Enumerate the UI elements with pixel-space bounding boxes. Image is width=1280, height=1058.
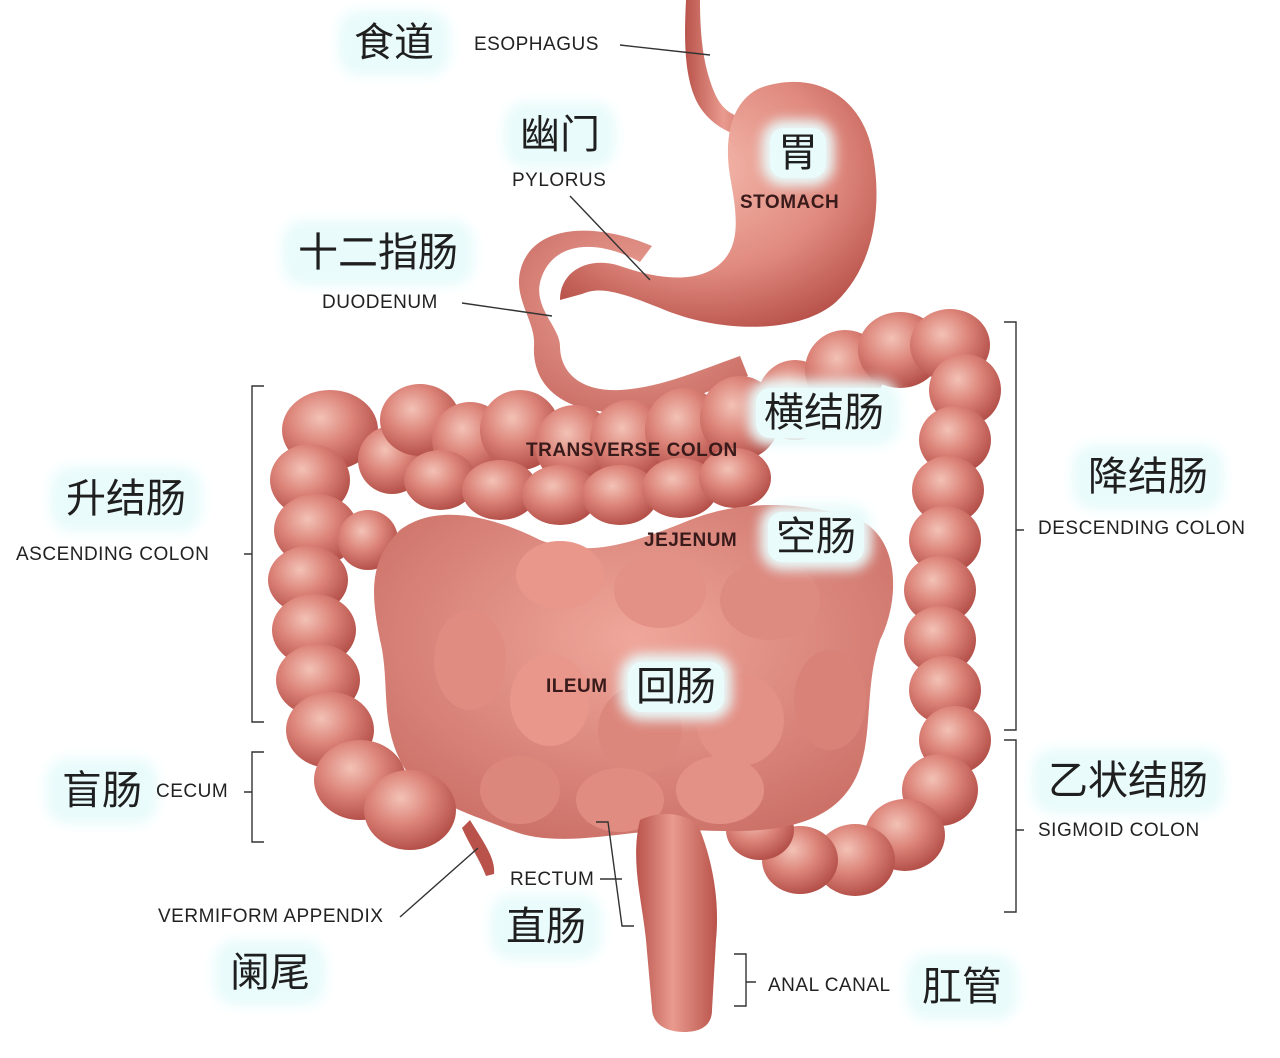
appendix-shape — [462, 820, 495, 876]
label-stomach-zh: 胃 — [770, 128, 826, 178]
descending-colon-shape — [904, 354, 1001, 724]
label-duodenum-zh: 十二指肠 — [290, 228, 466, 278]
label-cecum-zh: 盲肠 — [54, 766, 150, 816]
label-pylorus-zh: 幽门 — [512, 110, 608, 160]
label-descending-colon-zh: 降结肠 — [1080, 452, 1216, 502]
bracket-anal-canal — [734, 953, 756, 1007]
label-sigmoid-colon-zh: 乙状结肠 — [1040, 756, 1216, 806]
leader-lines — [399, 44, 711, 918]
label-rectum-zh: 直肠 — [498, 902, 594, 952]
label-ascending-colon-en: ASCENDING COLON — [16, 544, 210, 565]
label-cecum-en: CECUM — [156, 781, 229, 802]
label-jejenum-zh: 空肠 — [768, 512, 864, 562]
label-esophagus-zh: 食道 — [346, 18, 442, 68]
brackets — [244, 321, 1024, 1007]
label-ileum-en: ILEUM — [546, 676, 608, 697]
label-transverse-colon-zh: 横结肠 — [756, 388, 892, 438]
bracket-descending-colon — [1004, 321, 1024, 731]
label-esophagus-en: ESOPHAGUS — [474, 34, 599, 55]
label-anal-canal-en: ANAL CANAL — [768, 975, 891, 996]
label-duodenum-en: DUODENUM — [322, 292, 438, 313]
sigmoid-colon-shape — [726, 706, 991, 896]
label-rectum-en: RECTUM — [510, 869, 595, 890]
bracket-ascending-colon — [244, 385, 264, 723]
label-descending-colon-en: DESCENDING COLON — [1038, 518, 1246, 539]
rectum-shape — [636, 814, 718, 1032]
label-transverse-colon-en: TRANSVERSE COLON — [526, 440, 738, 461]
bracket-cecum — [244, 751, 264, 843]
label-stomach-en: STOMACH — [740, 192, 840, 213]
bracket-rectum — [596, 821, 634, 927]
esophagus-shape — [685, 0, 770, 140]
label-appendix-en: VERMIFORM APPENDIX — [158, 906, 384, 927]
transverse-colon-shape — [380, 309, 990, 525]
label-ileum-zh: 回肠 — [628, 662, 724, 712]
duodenum-shape — [518, 230, 748, 413]
label-ascending-colon-zh: 升结肠 — [58, 474, 194, 524]
label-sigmoid-colon-en: SIGMOID COLON — [1038, 820, 1200, 841]
label-pylorus-en: PYLORUS — [512, 170, 607, 191]
label-anal-canal-zh: 肛管 — [914, 962, 1010, 1012]
ascending-colon-shape — [268, 390, 426, 820]
label-jejenum-en: JEJENUM — [644, 530, 738, 551]
label-appendix-zh: 阑尾 — [222, 948, 318, 998]
bracket-sigmoid-colon — [1004, 739, 1024, 913]
cecum-shape — [364, 770, 456, 850]
